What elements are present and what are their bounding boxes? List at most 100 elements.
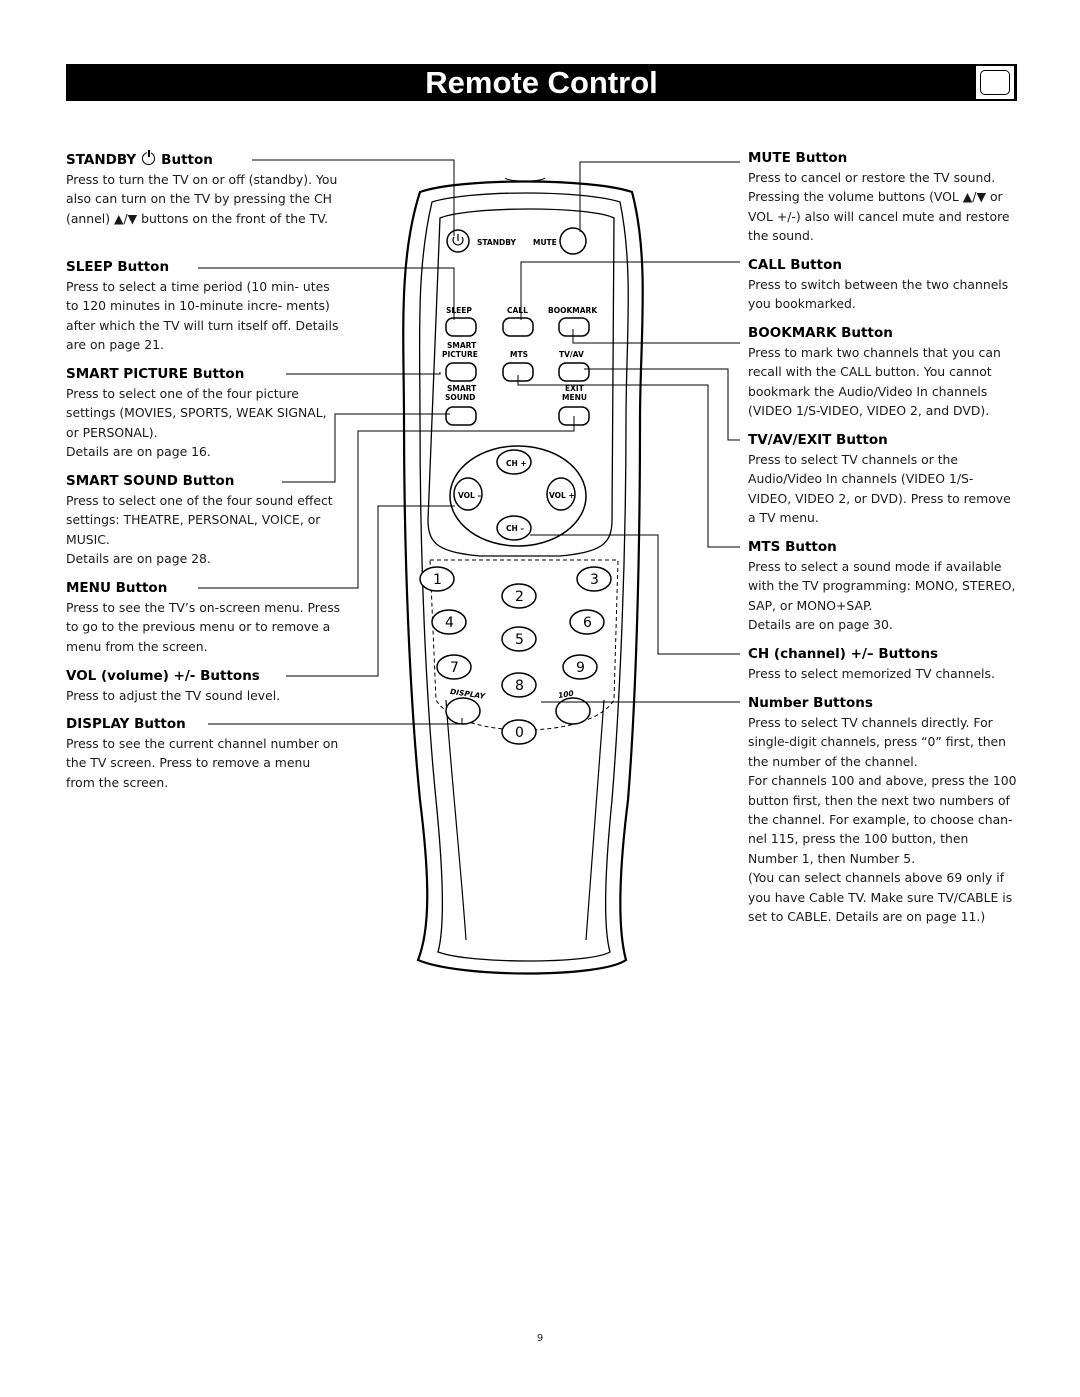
mute-text: Press to cancel or restore the TV sound.… [748,170,1010,244]
display-button [445,697,481,725]
smart-sound-section: SMART SOUND Button Press to select one o… [66,471,341,569]
digit-8-button [501,672,537,698]
standby-button [446,229,470,253]
sleep-text: Press to select a time period (10 min- u… [66,279,339,353]
remote-label-sleep: SLEEP [446,306,472,315]
digit-2-button [501,583,537,609]
vol-minus-button [453,477,483,511]
menu-section: MENU Button Press to see the TV’s on-scr… [66,578,341,656]
remote-label-menu: MENU [562,393,587,402]
remote-label-hundred: 100 [557,689,574,701]
page-title: Remote Control [425,65,658,100]
smart-sound-button [445,406,477,426]
ch-text: Press to select memorized TV channels. [748,666,995,681]
bookmark-button [558,317,590,337]
display-section: DISPLAY Button Press to see the current … [66,714,341,792]
mts-heading: MTS Button [748,539,837,555]
smart-picture-details: Details are on page 16. [66,444,211,460]
mute-heading: MUTE Button [748,150,848,166]
digit-6-label: 6 [583,615,592,631]
tvav-section: TV/AV/EXIT Button Press to select TV cha… [748,430,1018,528]
remote-label-ch-minus: CH – [506,524,524,533]
tvav-text: Press to select TV channels or the Audio… [748,452,1011,526]
mts-text: Press to select a sound mode if availabl… [748,559,1016,613]
bookmark-text: Press to mark two channels that you can … [748,345,1001,419]
digit-7-label: 7 [450,660,459,676]
vol-section: VOL (volume) +/- Buttons Press to adjust… [66,666,341,705]
number-section: Number Buttons Press to select TV channe… [748,693,1018,926]
leader-mts [517,375,740,548]
number-heading: Number Buttons [748,695,873,711]
remote-label-call: CALL [507,306,528,315]
vol-plus-button [546,477,576,511]
page-number: 9 [536,1333,544,1344]
leader-mute [579,161,740,232]
digit-3-button [576,566,612,592]
remote-buttons [419,227,612,745]
remote-label-display: DISPLAY [449,687,487,701]
number-text-2: For channels 100 and above, press the 10… [748,773,1017,866]
ch-section: CH (channel) +/– Buttons Press to select… [748,644,1018,683]
number-text-1: Press to select TV channels directly. Fo… [748,715,1007,769]
remote-label-ch-plus: CH + [506,459,527,468]
digit-4-button [431,609,467,635]
digit-5-label: 5 [515,632,524,648]
direction-pad [449,445,587,547]
call-text: Press to switch between the two channels… [748,277,1009,312]
call-section: CALL Button Press to switch between the … [748,255,1018,314]
sleep-button [445,317,477,337]
mute-section: MUTE Button Press to cancel or restore t… [748,148,1018,246]
smart-picture-heading: SMART PICTURE Button [66,366,245,382]
ch-plus-button [496,449,532,475]
power-icon [142,150,156,165]
title-banner: Remote Control [66,64,1017,101]
standby-text: Press to turn the TV on or off (standby)… [66,172,338,226]
remote-label-smart-picture-1: SMART [447,341,477,350]
smart-sound-details: Details are on page 28. [66,551,211,567]
remote-power-icon [452,234,464,246]
call-heading: CALL Button [748,257,842,273]
hundred-button [555,697,591,725]
menu-heading: MENU Button [66,580,168,596]
ch-minus-button [496,515,532,541]
call-button [502,317,534,337]
digit-0-button [501,719,537,745]
digit-0-label: 0 [515,725,524,741]
digit-4-label: 4 [445,615,454,631]
smart-sound-text: Press to select one of the four sound ef… [66,493,333,547]
remote-label-mts: MTS [510,350,528,359]
tvav-heading: TV/AV/EXIT Button [748,432,888,448]
remote-label-exit: EXIT [565,384,585,393]
digit-1-label: 1 [433,572,442,588]
remote-label-standby: STANDBY [477,238,517,247]
smart-sound-heading: SMART SOUND Button [66,473,235,489]
smart-picture-text: Press to select one of the four picture … [66,386,327,440]
vol-text: Press to adjust the TV sound level. [66,688,281,703]
display-text: Press to see the current channel number … [66,736,339,790]
tvav-button [558,362,590,382]
ch-heading: CH (channel) +/– Buttons [748,646,939,662]
sleep-section: SLEEP Button Press to select a time peri… [66,257,341,355]
menu-button [558,406,590,426]
digit-9-label: 9 [576,660,585,676]
mute-button [559,227,587,255]
bookmark-section: BOOKMARK Button Press to mark two channe… [748,323,1018,421]
display-heading: DISPLAY Button [66,716,186,732]
mts-details: Details are on page 30. [748,617,893,633]
remote-label-tvav: TV/AV [559,350,584,359]
digit-2-label: 2 [515,589,524,605]
remote-label-smart-sound-2: SOUND [445,393,475,402]
leader-ch [530,534,740,655]
remote-label-vol-plus: VOL + [549,491,575,500]
digit-9-button [562,654,598,680]
leader-bookmark [572,329,740,344]
sleep-heading: SLEEP Button [66,259,170,275]
smart-picture-section: SMART PICTURE Button Press to select one… [66,364,341,462]
leader-call [520,261,740,320]
bookmark-heading: BOOKMARK Button [748,325,893,341]
digit-8-label: 8 [515,678,524,694]
vol-heading: VOL (volume) +/- Buttons [66,668,260,684]
mts-section: MTS Button Press to select a sound mode … [748,537,1018,635]
